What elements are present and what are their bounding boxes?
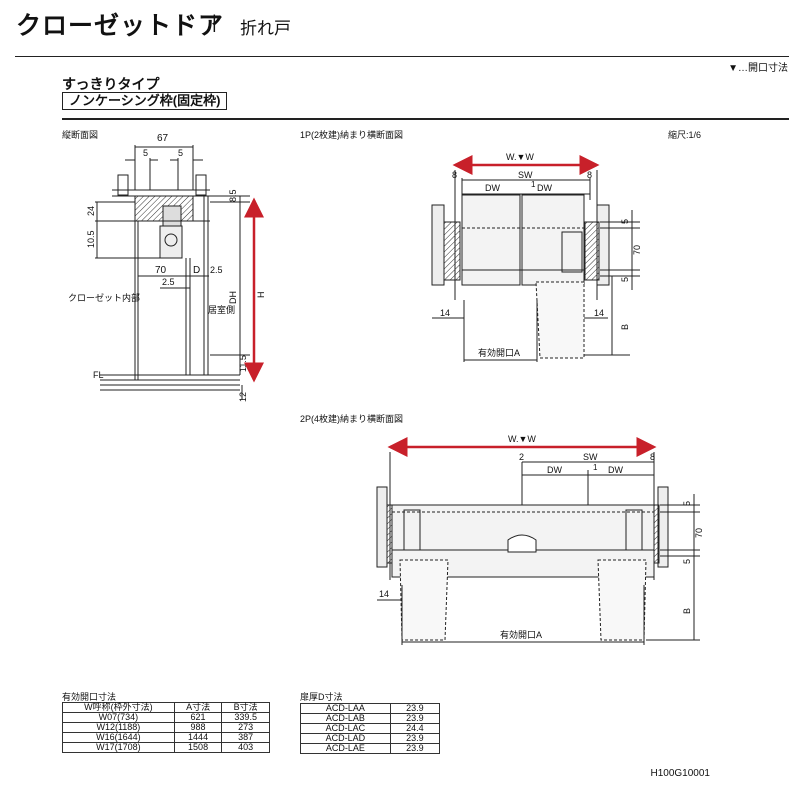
plan-1p-14-right: 14 bbox=[594, 308, 604, 318]
plan-1p-label: 1P(2枚建)納まり横断面図 bbox=[300, 129, 403, 140]
opening-table: W呼称(枠外寸法) A寸法 B寸法 W07(734) 621 339.5 W12… bbox=[62, 702, 270, 753]
plan-2p-8: 8 bbox=[650, 452, 655, 462]
plan-1p-dw-left: DW bbox=[485, 183, 500, 193]
table-row: W16(1644) 1444 387 bbox=[62, 732, 270, 743]
table-cell: W16(1644) bbox=[62, 732, 175, 743]
plan-2p-5-bottom: 5 bbox=[682, 559, 692, 564]
plan-2p-2: 2 bbox=[519, 452, 524, 462]
dim-11-5: 11.5 bbox=[238, 355, 248, 372]
plan-1p-5-bottom: 5 bbox=[620, 277, 630, 282]
legend-note: ▼…開口寸法 bbox=[728, 63, 788, 74]
page-subtitle: 折れ戸 bbox=[240, 19, 291, 38]
table-cell: 273 bbox=[221, 722, 270, 733]
plan-2p-1: 1 bbox=[593, 463, 598, 472]
table-cell: ACD-LAD bbox=[300, 733, 391, 744]
dim-8-5: 8.5 bbox=[228, 189, 238, 202]
vertical-section: 縦断面図 67 5 5 24 10.5 7 bbox=[62, 129, 266, 402]
plan-2p-w: W.▼W bbox=[508, 434, 536, 444]
page-title: クローゼットドア bbox=[16, 12, 225, 40]
scale-label: 縮尺:1/6 bbox=[668, 129, 701, 140]
dim-2-5-left: 2.5 bbox=[162, 277, 175, 287]
table-row: ACD-LAA 23.9 bbox=[300, 703, 441, 714]
fl-label: FL bbox=[93, 370, 104, 380]
table-row: ACD-LAE 23.9 bbox=[300, 743, 441, 754]
dim-d: D bbox=[193, 265, 200, 276]
table-cell: ACD-LAE bbox=[300, 743, 391, 754]
opening-table-caption: 有効開口寸法 bbox=[62, 692, 117, 702]
table-cell: 23.9 bbox=[389, 713, 441, 724]
plan-1p-1: 1 bbox=[531, 180, 536, 189]
dim-5-right: 5 bbox=[178, 148, 183, 158]
opening-table-header: W呼称(枠外寸法) bbox=[62, 702, 175, 713]
plan-1p: 1P(2枚建)納まり横断面図 縮尺:1/6 W.▼W 8 8 SW DW DW … bbox=[300, 129, 701, 362]
room-side-label: 居室側 bbox=[208, 304, 235, 315]
dim-dh: DH bbox=[228, 291, 238, 304]
table-cell: 23.9 bbox=[389, 743, 441, 754]
plan-2p-label: 2P(4枚建)納まり横断面図 bbox=[300, 413, 403, 424]
table-row: ACD-LAB 23.9 bbox=[300, 713, 441, 724]
table-cell: W12(1188) bbox=[62, 722, 175, 733]
opening-table-header: A寸法 bbox=[173, 702, 223, 713]
closet-inside-label: クローゼット内部 bbox=[68, 292, 140, 303]
plan-1p-8-left: 8 bbox=[452, 170, 457, 180]
plan-2p-b: B bbox=[682, 608, 692, 614]
table-row: W07(734) 621 339.5 bbox=[62, 712, 270, 723]
table-cell: 403 bbox=[221, 742, 270, 753]
table-row: ACD-LAC 24.4 bbox=[300, 723, 441, 734]
drawing-code: H100G10001 bbox=[650, 768, 711, 779]
table-cell: 988 bbox=[173, 722, 223, 733]
plan-1p-b: B bbox=[620, 324, 630, 330]
plan-2p: 2P(4枚建)納まり横断面図 W.▼W 2 SW 8 DW DW 1 5 70 … bbox=[300, 413, 704, 645]
plan-2p-opening: 有効開口A bbox=[500, 629, 542, 640]
plan-2p-14: 14 bbox=[379, 589, 389, 599]
plan-2p-5-top: 5 bbox=[682, 501, 692, 506]
dim-h: H bbox=[256, 292, 266, 299]
thickness-table-caption: 扉厚D寸法 bbox=[300, 692, 343, 702]
plan-1p-opening: 有効開口A bbox=[478, 347, 520, 358]
table-cell: 23.9 bbox=[389, 733, 441, 744]
dim-2-5-right: 2.5 bbox=[210, 265, 223, 275]
plan-1p-8-right: 8 bbox=[587, 170, 592, 180]
table-cell: ACD-LAA bbox=[300, 703, 391, 714]
title-separator: | bbox=[212, 12, 217, 32]
table-cell: W17(1708) bbox=[62, 742, 175, 753]
table-cell: W07(734) bbox=[62, 712, 175, 723]
thickness-table: ACD-LAA 23.9 ACD-LAB 23.9 ACD-LAC 24.4 A… bbox=[300, 703, 441, 754]
table-cell: 24.4 bbox=[389, 723, 441, 734]
vertical-section-label: 縦断面図 bbox=[62, 129, 98, 140]
dim-70: 70 bbox=[155, 265, 167, 276]
dim-67: 67 bbox=[157, 133, 169, 144]
plan-2p-dw-right: DW bbox=[608, 465, 623, 475]
table-cell: ACD-LAB bbox=[300, 713, 391, 724]
dim-10-5: 10.5 bbox=[86, 230, 96, 248]
plan-1p-5-top: 5 bbox=[620, 219, 630, 224]
frame-type: ノンケーシング枠(固定枠) bbox=[62, 92, 228, 110]
table-row: W17(1708) 1508 403 bbox=[62, 742, 270, 753]
dim-12: 12 bbox=[238, 392, 248, 402]
plan-2p-sw: SW bbox=[583, 452, 598, 462]
plan-1p-dw-right: DW bbox=[537, 183, 552, 193]
type-name: すっきりタイプ bbox=[62, 76, 160, 92]
plan-2p-dw-left: DW bbox=[547, 465, 562, 475]
table-cell: 23.9 bbox=[389, 703, 441, 714]
plan-1p-14-left: 14 bbox=[440, 308, 450, 318]
plan-1p-w: W.▼W bbox=[506, 152, 534, 162]
opening-table-header: B寸法 bbox=[221, 702, 270, 713]
table-cell: 621 bbox=[173, 712, 223, 723]
table-cell: ACD-LAC bbox=[300, 723, 391, 734]
dim-5-left: 5 bbox=[143, 148, 148, 158]
table-cell: 1444 bbox=[173, 732, 223, 743]
table-cell: 387 bbox=[221, 732, 270, 743]
plan-2p-70: 70 bbox=[694, 528, 704, 538]
section-rule bbox=[62, 118, 789, 120]
dim-24: 24 bbox=[86, 206, 96, 216]
table-cell: 339.5 bbox=[221, 712, 270, 723]
table-row: ACD-LAD 23.9 bbox=[300, 733, 441, 744]
header-rule bbox=[15, 56, 789, 57]
table-row: W12(1188) 988 273 bbox=[62, 722, 270, 733]
plan-1p-70: 70 bbox=[632, 245, 642, 255]
plan-1p-sw: SW bbox=[518, 170, 533, 180]
table-cell: 1508 bbox=[173, 742, 223, 753]
